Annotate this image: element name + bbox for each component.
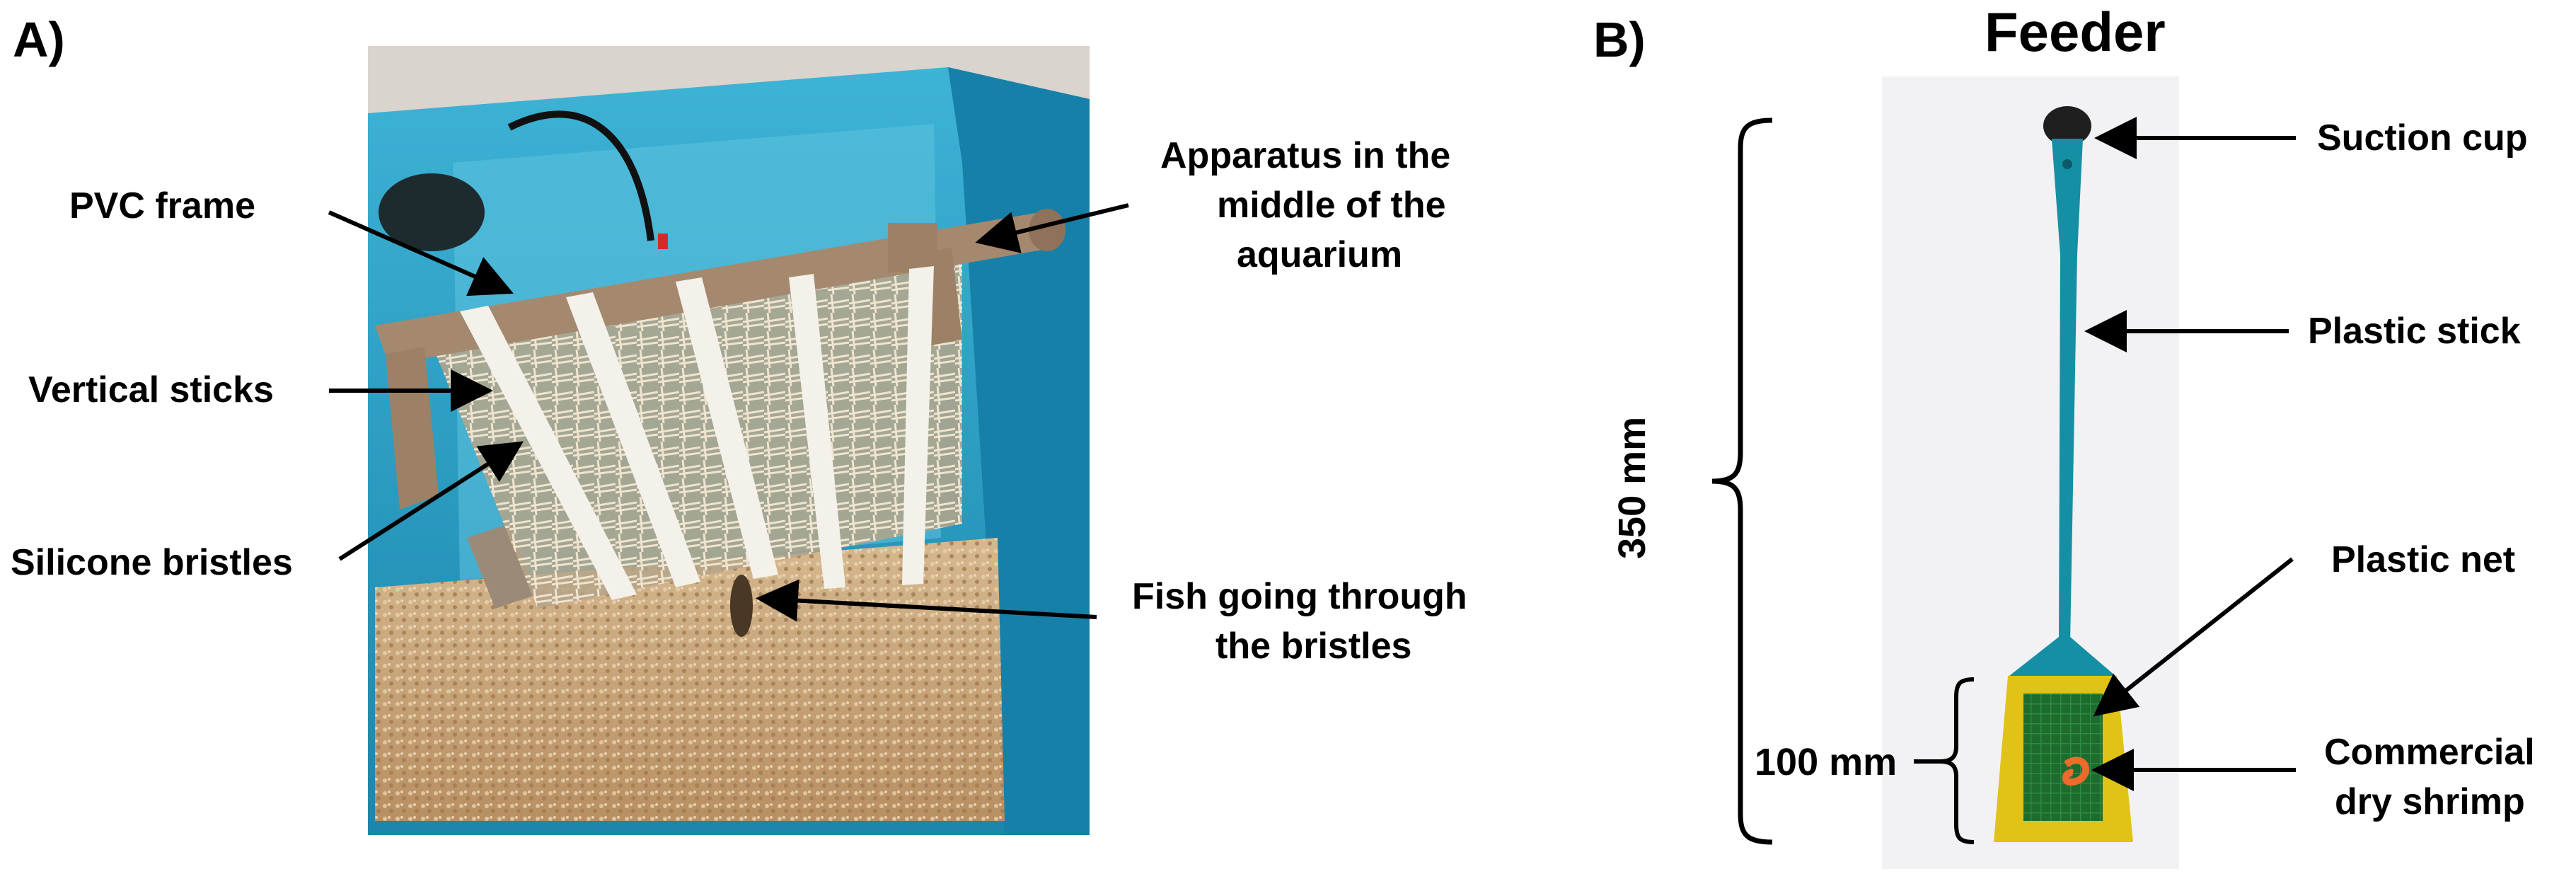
label-apparatus-line1: Apparatus in the xyxy=(1160,135,1450,176)
vertical-stick-5 xyxy=(902,266,934,585)
plastic-stick xyxy=(2059,255,2077,644)
label-plastic-net: Plastic net xyxy=(2331,539,2515,580)
vertical-stick-3 xyxy=(676,277,778,579)
panel-b-title: Feeder xyxy=(1985,1,2166,63)
red-clip xyxy=(658,234,668,249)
label-plastic-stick: Plastic stick xyxy=(2308,311,2521,352)
pump-cable xyxy=(507,110,654,241)
vertical-stick-1 xyxy=(460,306,637,600)
label-shrimp-line1: Commercial xyxy=(2324,732,2535,773)
label-suction-cup: Suction cup xyxy=(2317,117,2528,159)
panel-b-label: B) xyxy=(1593,12,1646,67)
arrow-fish xyxy=(756,579,1097,622)
vertical-stick-2 xyxy=(566,292,700,587)
pvc-left-pipe xyxy=(386,347,439,510)
pvc-pipe-end xyxy=(1029,209,1065,251)
pump-device xyxy=(379,173,485,251)
aquarium-photo xyxy=(368,46,1090,835)
dry-shrimp xyxy=(2062,756,2089,786)
arrow-silicone-bristles xyxy=(338,441,524,561)
arrow-pvc-frame xyxy=(328,210,514,297)
suction-cup xyxy=(2043,106,2091,146)
label-350mm: 350 mm xyxy=(1611,417,1653,559)
bracket-350mm xyxy=(1711,117,1773,845)
panel-b: B) Feeder 350 mm 100 mm Suct xyxy=(1593,1,2535,869)
label-apparatus-line2: middle of the xyxy=(1217,185,1446,226)
label-pvc-frame: PVC frame xyxy=(69,185,255,226)
fish xyxy=(730,575,753,637)
feeder-photo xyxy=(1882,76,2179,869)
label-100mm: 100 mm xyxy=(1755,741,1897,783)
panel-a: A) xyxy=(11,12,1467,835)
panel-a-label: A) xyxy=(13,12,65,67)
gravel-texture xyxy=(375,538,1005,821)
label-shrimp-line2: dry shrimp xyxy=(2335,781,2525,822)
stick-handle xyxy=(2052,139,2083,255)
arrow-apparatus xyxy=(975,203,1129,253)
label-fish-line1: Fish going through xyxy=(1132,576,1467,617)
drain-pipe xyxy=(467,524,538,609)
arrow-plastic-net xyxy=(2093,557,2294,717)
label-silicone-bristles: Silicone bristles xyxy=(11,542,293,583)
stick-hole xyxy=(2062,159,2072,169)
stick-neck xyxy=(2009,637,2115,676)
plastic-net xyxy=(2023,694,2103,821)
pvc-top-pipe xyxy=(375,212,1054,364)
vertical-stick-4 xyxy=(789,274,845,589)
label-fish-line2: the bristles xyxy=(1215,626,1411,667)
label-vertical-sticks: Vertical sticks xyxy=(28,369,274,410)
label-apparatus-line3: aquarium xyxy=(1237,234,1402,275)
